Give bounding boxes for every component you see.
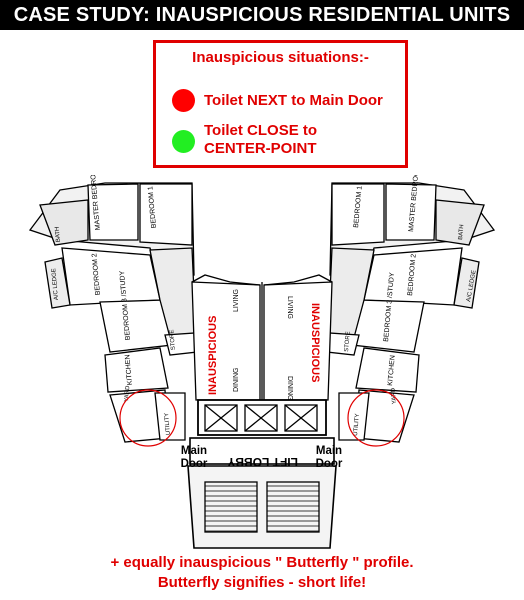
lift-car-1-cross-b — [204, 404, 238, 432]
left-bath-label: BATH — [55, 226, 62, 242]
left-bedroom-2-room — [61, 247, 161, 306]
left-bedroom-1-label: BEDROOM 1 — [147, 186, 158, 229]
right-kitchen-room — [355, 347, 420, 393]
left-main-door-label-line1: Main — [180, 445, 208, 457]
staircase-block-outline — [187, 465, 337, 549]
right-ledge-area — [453, 257, 480, 309]
right-inauspicious-label: INAUSPICIOUS — [309, 303, 321, 382]
left-ledge-area — [44, 257, 71, 309]
page-title: CASE STUDY: INAUSPICIOUS RESIDENTIAL UNI… — [13, 4, 511, 26]
left-main-door-label-line2: Door — [180, 458, 208, 470]
right-main-door-label-line2: Door — [315, 458, 343, 470]
right-master-bedroom-room — [385, 183, 437, 241]
legend-item-toilet-next-to-door: Toilet NEXT to Main Door — [204, 92, 383, 109]
green-dot-icon — [172, 130, 195, 153]
lift-car-1 — [204, 404, 238, 432]
left-main-door-label: Main Door — [177, 445, 211, 471]
left-dining-label: DINING — [233, 368, 240, 393]
left-master-bedroom-room — [87, 183, 139, 241]
central-core: LIFT LOBBY — [187, 282, 337, 549]
staircase-left-flight — [204, 481, 258, 533]
left-wing: MASTER BEDROOM BEDROOM 1 BATH BEDROOM 2 … — [28, 175, 261, 447]
lift-car-3 — [284, 404, 318, 432]
legend-item-toilet-close-center-line1: Toilet CLOSE to — [204, 122, 318, 139]
right-living-curve — [263, 274, 333, 286]
left-store-label: STORE — [169, 329, 177, 350]
right-ledge-label: A/C LEDGE — [466, 270, 477, 303]
left-living-dining-room — [191, 281, 261, 401]
page-title-banner: CASE STUDY: INAUSPICIOUS RESIDENTIAL UNI… — [0, 0, 524, 30]
left-living-curve — [191, 274, 261, 286]
footer-line-1: + equally inauspicious " Butterfly " pro… — [110, 554, 414, 571]
left-bedroom-3-room — [99, 299, 173, 353]
lift-car-2 — [244, 404, 278, 432]
left-toilet-highlight-circle — [119, 389, 177, 447]
right-bedroom-2-label: BEDROOM 2 — [407, 254, 418, 297]
right-main-door-label-line1: Main — [315, 445, 343, 457]
footer-line-2: Butterfly signifies - short life! — [157, 574, 367, 591]
legend-box: Inauspicious situations:- Toilet NEXT to… — [153, 40, 408, 168]
right-kitchen-label: KITCHEN — [387, 355, 397, 386]
left-kitchen-room — [104, 347, 169, 393]
left-utility-label: UTILITY — [164, 413, 172, 436]
lift-lobby-area — [189, 437, 335, 465]
legend-title: Inauspicious situations:- — [192, 49, 369, 66]
left-ledge-label: A/C LEDGE — [51, 268, 60, 300]
right-dining-label: DINING — [286, 376, 293, 401]
right-utility-label: UTILITY — [353, 413, 361, 436]
lift-car-3-cross-b — [284, 404, 318, 432]
left-bath-room — [39, 199, 89, 246]
staircase-right-flight — [266, 481, 320, 533]
right-living-label: LIVING — [286, 296, 293, 319]
right-store-label: STORE — [344, 331, 352, 352]
right-store-room — [326, 332, 360, 356]
right-bedroom-1-room — [331, 183, 385, 246]
lift-car-2-cross-b — [244, 404, 278, 432]
left-inauspicious-label: INAUSPICIOUS — [207, 316, 219, 395]
legend-item-toilet-close-center-line2: CENTER-POINT — [204, 140, 317, 157]
right-main-door-label: Main Door — [312, 445, 346, 471]
right-bath-room — [435, 199, 485, 246]
right-bath-label: BATH — [458, 224, 465, 240]
right-utility-room — [338, 392, 370, 441]
left-utility-room — [154, 392, 186, 441]
right-wing: MASTER BEDROOM BEDROOM 1 BATH BEDROOM 2 … — [263, 175, 496, 447]
left-kitchen-label: KITCHEN — [124, 354, 134, 385]
left-bedroom-2-label: BEDROOM 2 — [91, 253, 102, 296]
right-toilet-highlight-circle — [347, 389, 405, 447]
floor-plan: MASTER BEDROOM BEDROOM 1 BATH BEDROOM 2 … — [28, 175, 496, 549]
left-bedroom-1-room — [139, 183, 193, 246]
right-bedroom-1-label: BEDROOM 1 — [353, 186, 364, 229]
left-yard-label: YARD — [124, 385, 131, 402]
red-dot-icon — [172, 89, 195, 112]
stair-treads — [205, 485, 319, 532]
left-living-label: LIVING — [233, 289, 240, 312]
right-yard-label: YARD — [391, 387, 398, 404]
